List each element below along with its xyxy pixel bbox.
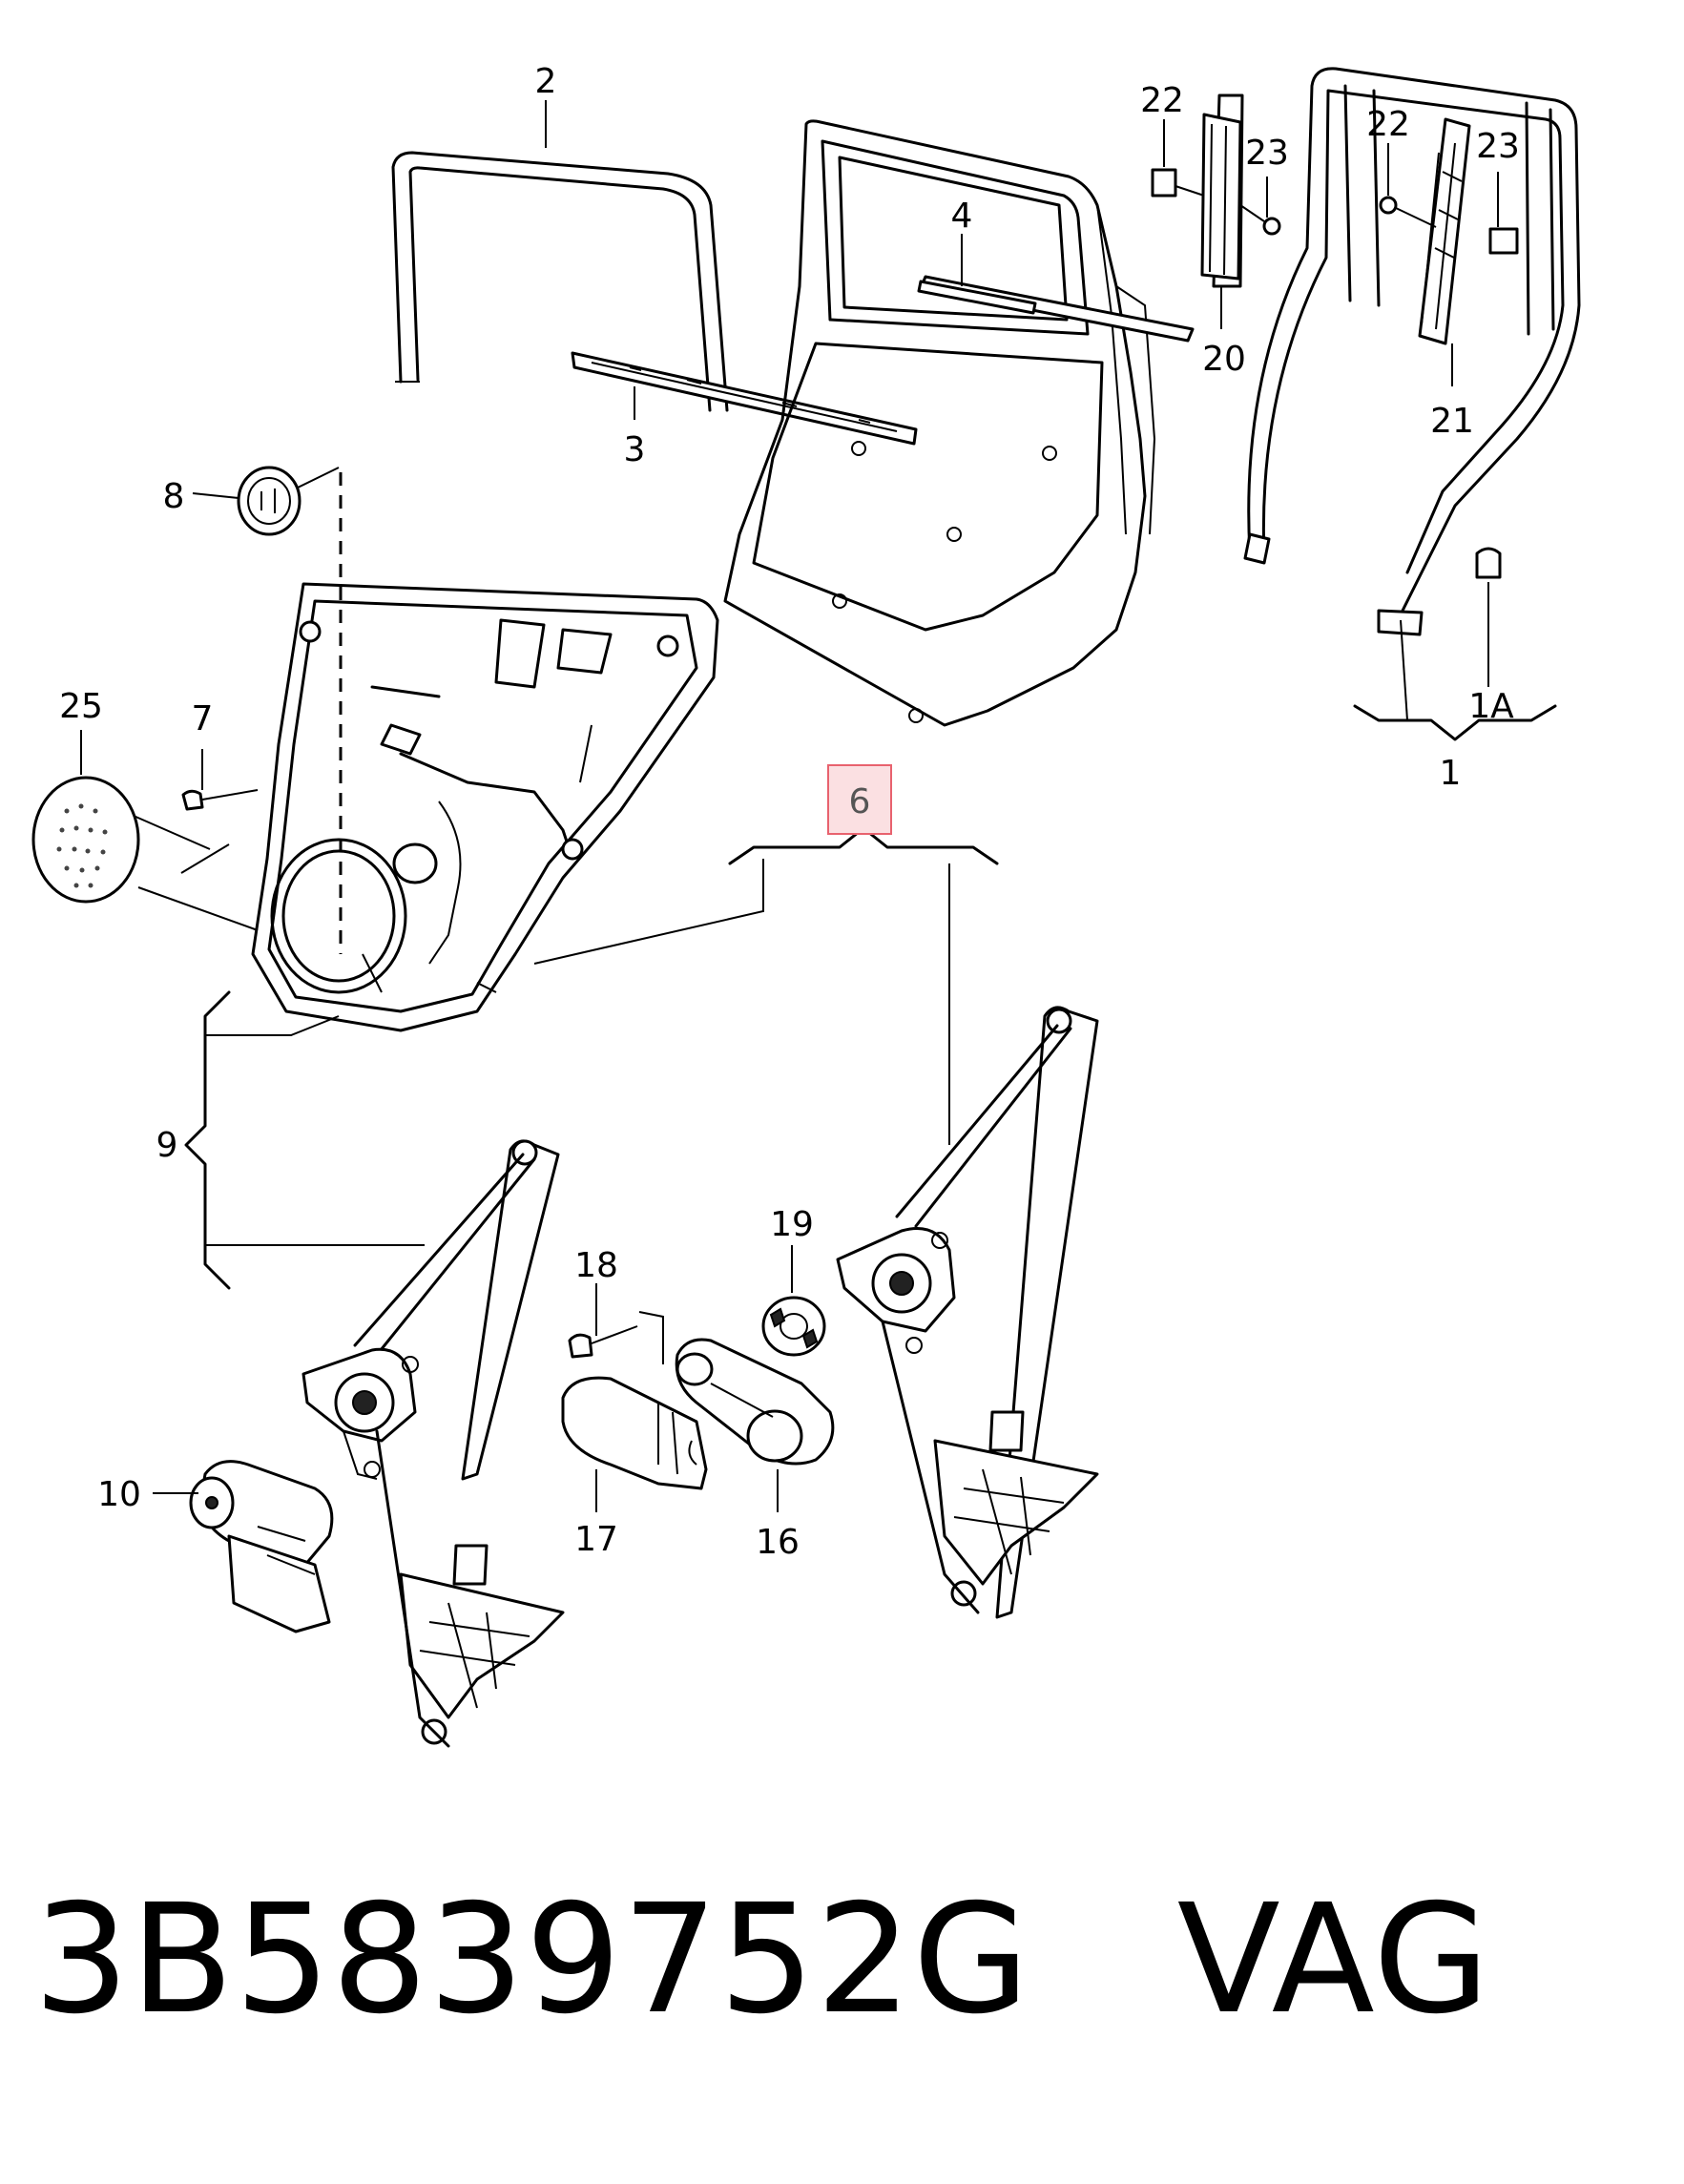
callout-25: 25 <box>59 687 103 726</box>
part-8-cap <box>237 466 301 536</box>
callout-22-right: 22 <box>1366 105 1410 144</box>
callout-10: 10 <box>97 1475 141 1514</box>
callout-9: 9 <box>156 1126 178 1165</box>
part-4-glass-strip <box>917 280 1037 315</box>
part-20-guide-rail <box>1200 94 1244 288</box>
bracket-9 <box>184 990 231 1290</box>
part-22-screw-right <box>1379 196 1437 228</box>
callout-16: 16 <box>756 1523 800 1562</box>
part-1A-clip <box>1475 547 1502 687</box>
callout-17: 17 <box>574 1520 618 1559</box>
part-23-screw <box>1239 204 1281 236</box>
callout-8: 8 <box>163 477 185 516</box>
part-21-guide-rail <box>1418 117 1471 345</box>
leader-lines <box>80 100 1499 1512</box>
callout-1A: 1A <box>1468 687 1514 726</box>
part-25-speaker-grille <box>31 776 259 931</box>
callout-23-right: 23 <box>1476 127 1520 166</box>
part-16-linkage <box>675 1338 835 1466</box>
part-1-outer-frame-seal <box>1243 67 1581 636</box>
callout-2: 2 <box>535 62 557 101</box>
right-window-regulator <box>836 1006 1099 1619</box>
callout-18: 18 <box>574 1246 618 1285</box>
part-23-clip-right <box>1488 227 1519 255</box>
part-22-clip <box>1151 168 1177 198</box>
exploded-parts-diagram: 2 4 3 22 23 20 22 23 21 1A 1 8 25 7 6 9 … <box>31 62 1581 1748</box>
callout-6: 6 <box>849 782 871 822</box>
left-window-regulator <box>301 1139 565 1748</box>
door-shell <box>723 119 1195 727</box>
callout-23-left: 23 <box>1245 134 1289 173</box>
part-3-sill-strip <box>571 351 918 446</box>
part-caption: 3B5839752G VAG <box>33 1884 1490 2035</box>
callout-19: 19 <box>770 1205 814 1244</box>
highlight-box <box>827 764 892 835</box>
callout-22-left: 22 <box>1140 81 1184 120</box>
part-18-bolt <box>568 1311 664 1364</box>
callout-20: 20 <box>1202 340 1246 379</box>
callout-4: 4 <box>951 197 973 236</box>
part-2-window-seal <box>391 151 729 412</box>
callout-21: 21 <box>1430 402 1474 441</box>
part-17-cover <box>561 1376 708 1490</box>
part-10-motor <box>189 1460 334 1633</box>
part-7-screw <box>181 789 259 811</box>
part-number: 3B5839752G <box>33 1872 1031 2048</box>
brand-name: VAG <box>1176 1872 1491 2048</box>
callout-1: 1 <box>1440 754 1462 793</box>
part-19-ring <box>761 1296 826 1357</box>
callout-3: 3 <box>624 430 646 469</box>
callout-7: 7 <box>192 699 214 738</box>
inner-door-panel <box>251 582 719 1032</box>
callout-labels: 2 4 3 22 23 20 22 23 21 1A 1 8 25 7 6 9 … <box>59 62 1520 1562</box>
